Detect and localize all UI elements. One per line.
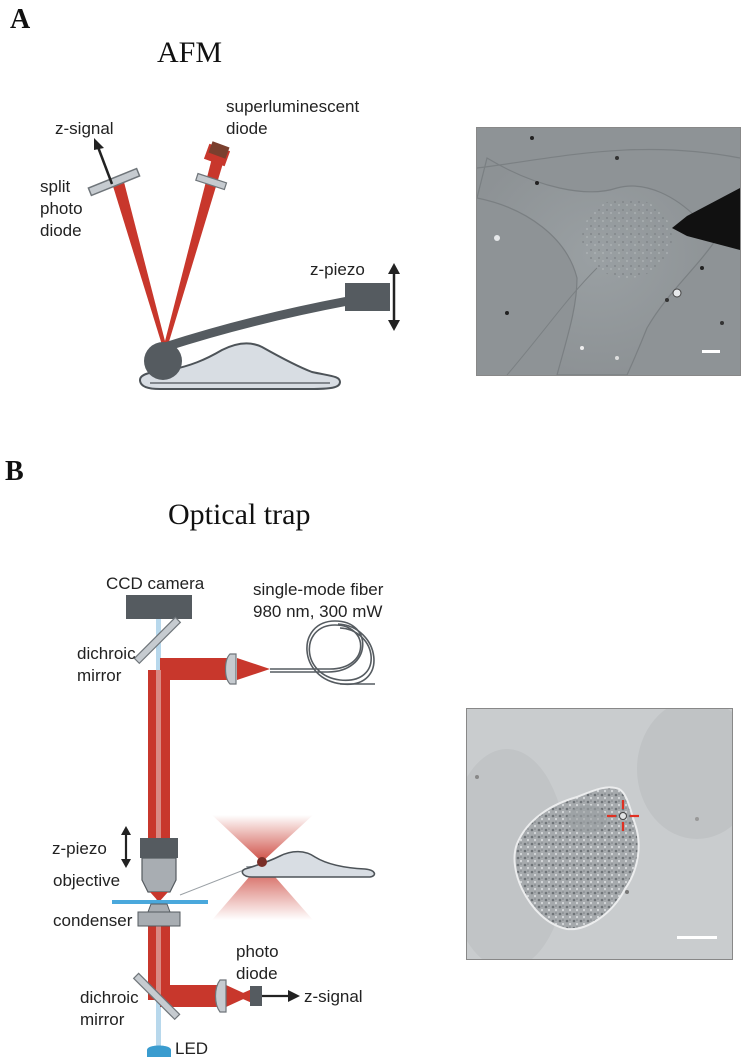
laser-photo-diode-taper-2 xyxy=(236,989,252,1003)
dichroic-top-label-2: mirror xyxy=(77,666,122,685)
afm-micrograph xyxy=(476,127,741,376)
superluminescent-diode-lens xyxy=(195,172,228,191)
laser-horizontal-beam-bottom xyxy=(160,985,220,1007)
condenser-top xyxy=(147,903,171,913)
fiber-label-2: 980 nm, 300 mW xyxy=(253,602,383,621)
afm-superluminescent-label: superluminescent xyxy=(226,97,360,116)
trap-crosshair xyxy=(607,800,639,831)
fiber-lens xyxy=(224,653,237,685)
afm-z-piezo-arrowhead-up xyxy=(388,263,400,274)
optical-z-signal-label: z-signal xyxy=(304,987,363,1006)
afm-z-signal-label: z-signal xyxy=(55,119,114,138)
zoom-line xyxy=(179,865,255,896)
panel-b-title: Optical trap xyxy=(168,498,311,531)
optical-z-piezo-arrowhead-up xyxy=(121,826,131,835)
coverslip xyxy=(112,900,208,904)
optical-trap-schematic xyxy=(112,595,376,1057)
led-icon xyxy=(147,1045,171,1057)
superluminescent-diode-cap xyxy=(208,141,230,159)
dichroic-mirror-top xyxy=(133,616,182,665)
laser-horizontal-beam-top xyxy=(160,658,234,680)
optical-trap-micrograph-image xyxy=(467,709,732,959)
objective-top xyxy=(140,838,178,858)
afm-micrograph-image xyxy=(477,128,740,375)
trapped-cell-outline xyxy=(513,786,640,931)
optical-z-piezo-label: z-piezo xyxy=(52,839,107,858)
afm-superluminescent-diode-label: diode xyxy=(226,119,268,138)
afm-z-piezo-label: z-piezo xyxy=(310,260,365,279)
split-photo-diode xyxy=(87,167,141,197)
optical-z-piezo-arrowhead-down xyxy=(121,859,131,868)
afm-bead xyxy=(144,342,182,380)
afm-schematic xyxy=(87,138,400,390)
fiber-coil xyxy=(270,620,375,685)
panel-a-letter: A xyxy=(10,4,31,35)
panel-a-title: AFM xyxy=(157,36,223,69)
afm-incident-beam xyxy=(164,158,224,345)
fiber-label-1: single-mode fiber xyxy=(253,580,384,599)
photo-diode xyxy=(250,986,262,1006)
dichroic-bottom-label-2: mirror xyxy=(80,1010,125,1029)
photo-diode-lens xyxy=(214,979,227,1013)
photo-diode-label-1: photo xyxy=(236,942,279,961)
afm-reflected-beam xyxy=(112,182,166,345)
dichroic-mirror-bottom xyxy=(132,972,181,1021)
trap-cone-upper xyxy=(212,815,313,862)
trap-bead-micrograph xyxy=(619,812,627,820)
trap-cone-lower xyxy=(212,862,313,920)
ccd-camera xyxy=(126,595,192,619)
led-beam-overlay-bottom xyxy=(156,925,161,1000)
afm-photo-label: photo xyxy=(40,199,83,218)
afm-micrograph-tip xyxy=(672,188,740,250)
optical-trap-scale-bar xyxy=(677,936,717,939)
condenser-label: condenser xyxy=(53,911,133,930)
afm-split-label: split xyxy=(40,177,71,196)
objective-body xyxy=(141,857,177,893)
condenser-body xyxy=(137,911,181,927)
afm-z-piezo-block xyxy=(345,283,390,311)
led-beam-overlay-top xyxy=(156,670,161,840)
ccd-camera-label: CCD camera xyxy=(106,574,205,593)
objective-focus-cone xyxy=(150,892,168,902)
panel-b-letter: B xyxy=(5,456,24,487)
afm-cantilever xyxy=(160,296,353,352)
trap-cell xyxy=(241,850,376,878)
afm-z-piezo-arrowhead-down xyxy=(388,320,400,331)
dichroic-top-label-1: dichroic xyxy=(77,644,136,663)
led-label: LED xyxy=(175,1039,209,1058)
photo-diode-label-2: diode xyxy=(236,964,278,983)
trapped-bead xyxy=(257,857,267,867)
afm-z-signal-arrowhead xyxy=(94,138,104,150)
objective-label: objective xyxy=(53,871,121,890)
afm-z-signal-arrow xyxy=(96,146,114,185)
dichroic-bottom-label-1: dichroic xyxy=(80,988,139,1007)
laser-fiber-taper xyxy=(237,658,270,680)
afm-scale-bar xyxy=(702,350,720,353)
optical-trap-micrograph xyxy=(466,708,733,960)
optical-z-signal-arrowhead xyxy=(288,990,300,1002)
afm-diode-label: diode xyxy=(40,221,82,240)
